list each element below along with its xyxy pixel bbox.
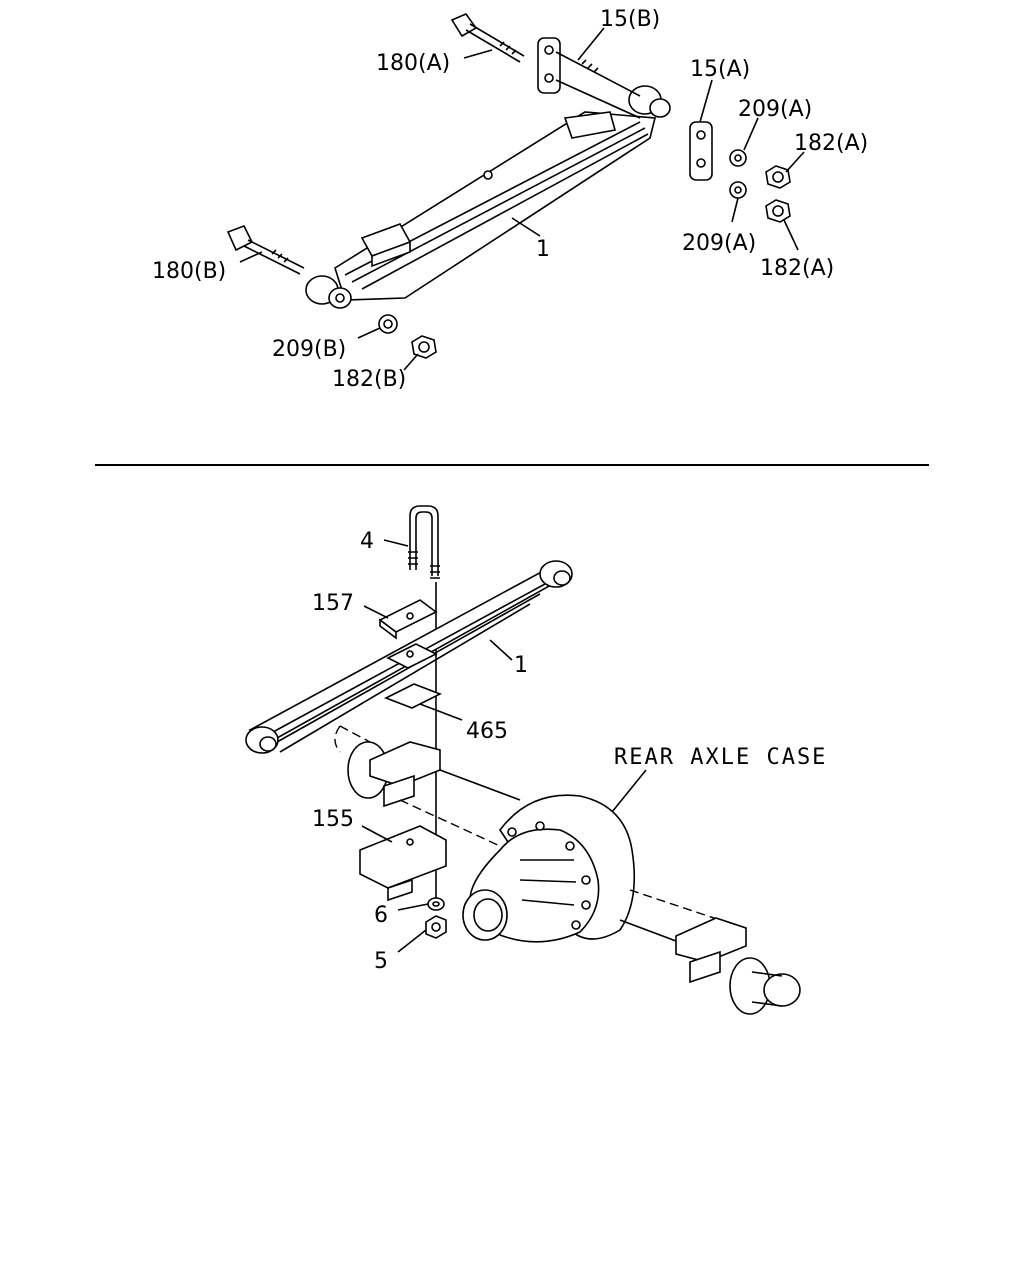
callout-6: 6 [374,903,388,928]
callout-4: 4 [360,529,374,554]
upper-leader-lines [239,27,805,371]
bolt-180a [450,13,525,63]
callout-209a-top: 209(A) [738,97,812,122]
callout-180a: 180(A) [376,51,450,76]
rear-axle-case-label: REAR AXLE CASE [614,745,827,770]
nut-5 [425,915,447,939]
leaf-spring-upper [334,111,657,301]
callout-1-upper: 1 [536,237,550,262]
nut-182a-top [765,165,791,189]
lower-leader-lines [361,539,647,953]
lower-axle-assembly: 4 157 1 465 155 6 5 REAR AXLE CASE [245,505,827,1015]
upper-leaf-spring-assembly: 15(B) 180(A) 15(A) 209(A) 182(A) 1 209(A… [152,7,868,392]
leaf-spring-lower [245,560,573,754]
washer-209a-bottom [729,181,747,199]
front-eye-bushing [305,275,352,309]
callout-5: 5 [374,949,388,974]
shackle-plate-b [537,37,641,119]
spring-seat-plate-157 [378,599,438,640]
nut-182a-bottom [765,199,791,223]
callout-15b: 15(B) [600,7,660,32]
callout-157: 157 [312,591,354,616]
callout-209a-bottom: 209(A) [682,231,756,256]
lower-plate-155 [359,825,447,902]
nut-182b [411,335,437,359]
washer-6 [427,897,445,911]
callout-182a-top: 182(A) [794,131,868,156]
stud-15b [581,59,599,73]
callout-209b: 209(B) [272,337,346,362]
rear-axle-case [334,725,801,1015]
callout-182a-bottom: 182(A) [760,256,834,281]
washer-209b [378,314,398,334]
spacer-465 [384,683,442,709]
shackle-plate-a [689,121,713,181]
bolt-180b [226,224,305,275]
callout-180b: 180(B) [152,259,226,284]
callout-15a: 15(A) [690,57,750,82]
callout-465: 465 [466,719,508,744]
washer-209a-top [729,149,747,167]
callout-1-lower: 1 [514,653,528,678]
rear-eye-bushing [628,85,671,118]
callout-155: 155 [312,807,354,832]
callout-182b: 182(B) [332,367,406,392]
